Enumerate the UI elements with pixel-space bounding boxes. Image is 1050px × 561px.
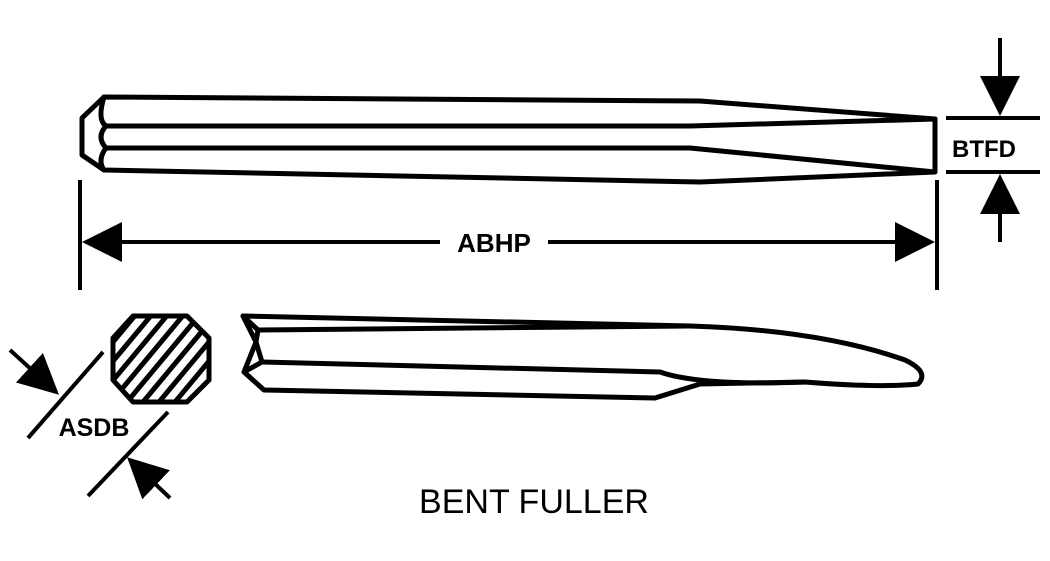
- diagram-title: BENT FULLER: [419, 483, 649, 521]
- cross-section-outline: [110, 313, 212, 405]
- asdb-dimension: [8, 348, 172, 500]
- tool-side-upper-facet: [255, 323, 693, 333]
- asdb-arrow-lower: [127, 457, 172, 500]
- asdb-extension-upper: [26, 350, 105, 440]
- asdb-arrow-upper: [8, 348, 59, 395]
- tool-top-view: [79, 94, 938, 185]
- btfd-label: BTFD: [952, 136, 1016, 163]
- tool-top-lower-facet: [103, 145, 938, 175]
- tool-top-upper-facet: [103, 116, 938, 129]
- tool-side-outline: [240, 313, 925, 401]
- cross-section: [110, 313, 212, 405]
- abhp-dimension: [78, 180, 939, 290]
- tool-side-end-bevel: [240, 313, 265, 375]
- tool-top-end-bevel: [98, 94, 109, 173]
- asdb-extension-lower: [86, 410, 170, 498]
- btfd-dimension: [946, 38, 1040, 242]
- abhp-label: ABHP: [457, 228, 531, 258]
- tool-side-view: [240, 313, 925, 401]
- tool-top-outline: [79, 94, 938, 185]
- tool-side-lower-facet: [259, 359, 808, 386]
- asdb-label: ASDB: [59, 414, 130, 442]
